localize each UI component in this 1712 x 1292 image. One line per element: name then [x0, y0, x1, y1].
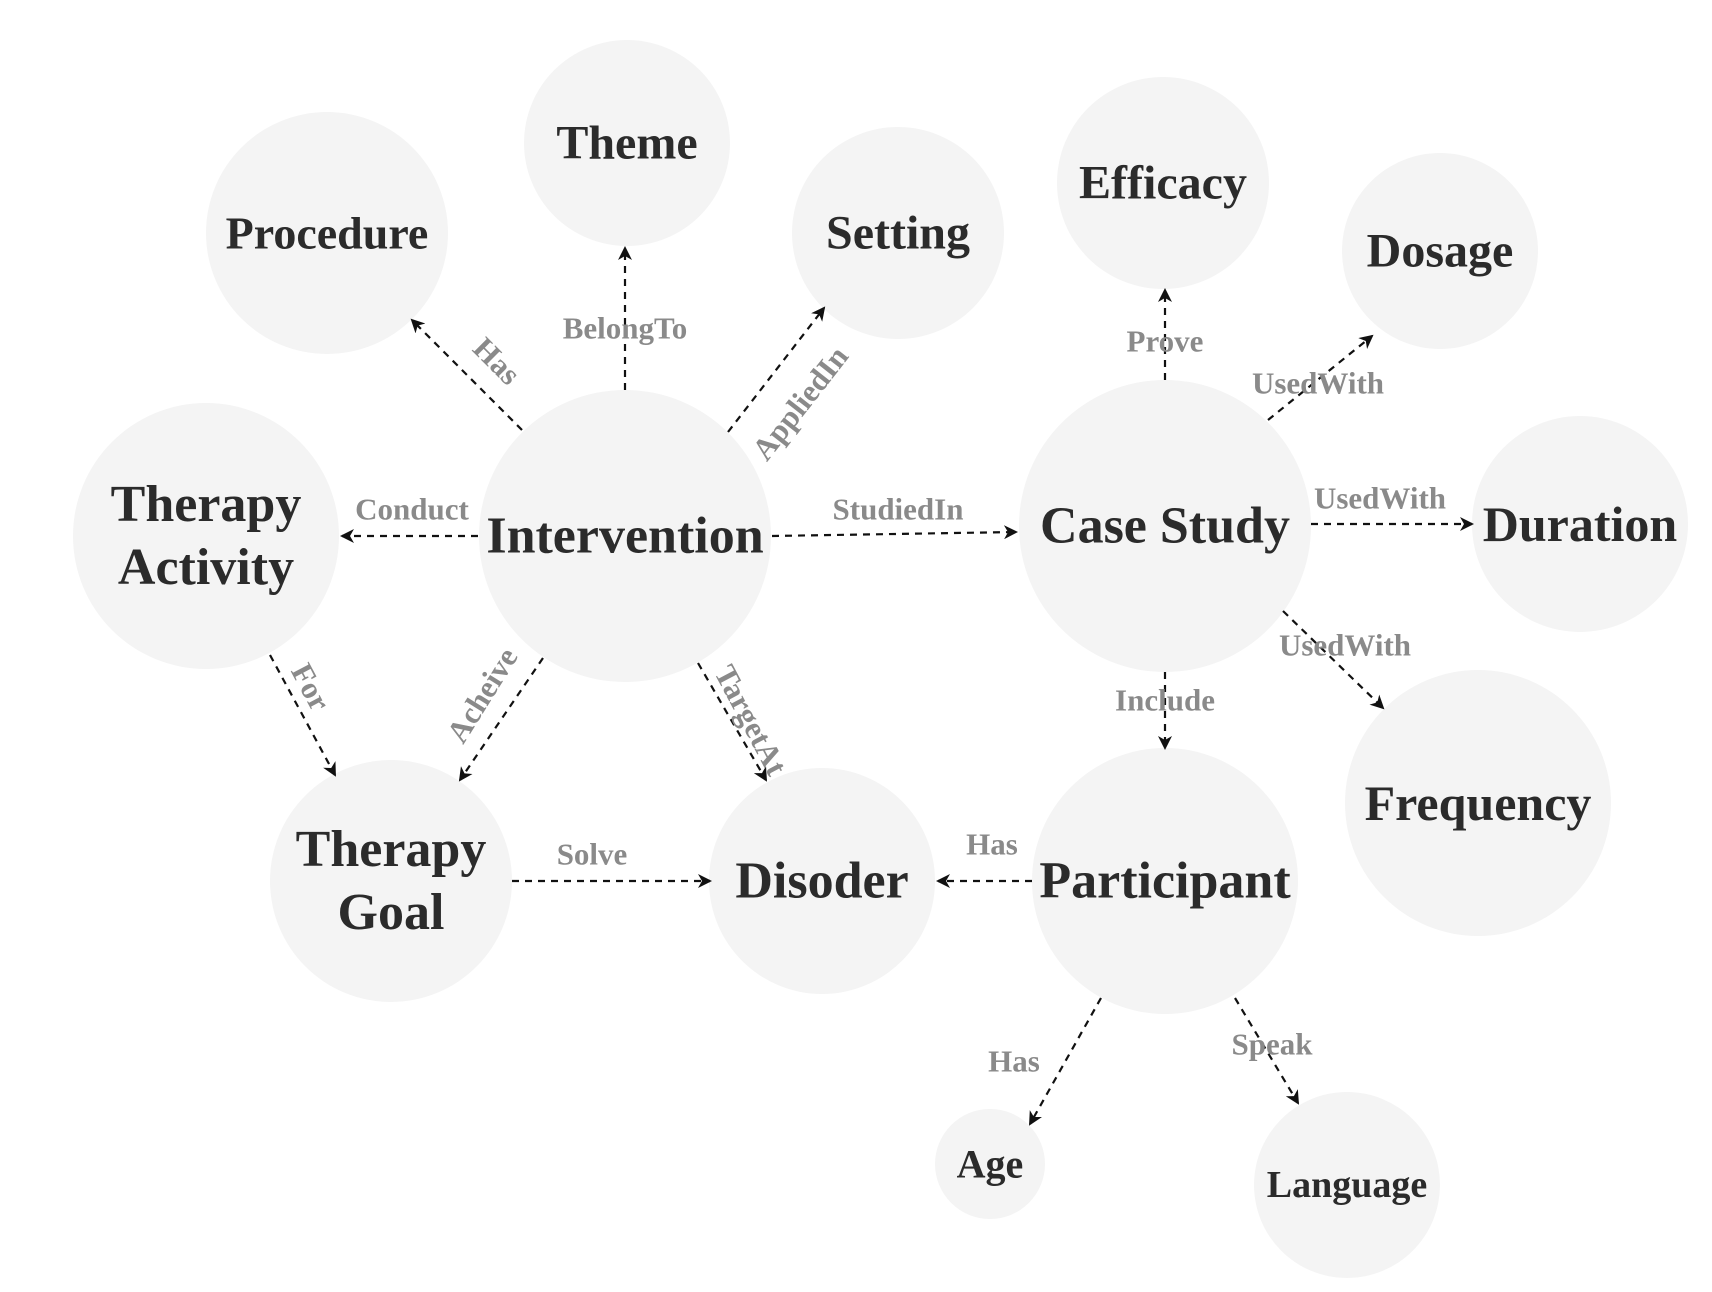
node-circle-intervention [479, 390, 771, 682]
node-efficacy: Efficacy [1057, 77, 1269, 289]
edge-label-participant-to-age: Has [988, 1044, 1040, 1079]
edge-intervention-to-case-study [771, 525, 1018, 540]
edge-label-therapy-goal-to-disoder: Solve [557, 837, 628, 872]
edge-label-therapy-activity-to-therapy-goal: For [284, 658, 338, 717]
node-language: Language [1254, 1092, 1440, 1278]
edge-intervention-to-therapy-goal [458, 657, 544, 782]
node-theme: Theme [524, 40, 730, 246]
node-participant: Participant [1032, 748, 1298, 1014]
node-label-intervention: Intervention [486, 508, 763, 565]
node-disoder: Disoder [709, 768, 935, 994]
edge-intervention-to-setting [727, 306, 826, 433]
node-circle-dosage [1342, 153, 1538, 349]
edge-label-intervention-to-therapy-activity: Conduct [355, 492, 469, 527]
node-label-case-study: Case Study [1040, 498, 1290, 555]
node-circle-therapy-goal [270, 760, 512, 1002]
node-label-frequency: Frequency [1365, 775, 1592, 831]
edges-layer [269, 246, 1474, 1126]
node-label-therapy-activity: Activity [118, 539, 294, 596]
node-circle-case-study [1019, 380, 1311, 672]
node-label-participant: Participant [1039, 853, 1291, 910]
edge-label-intervention-to-theme: BelongTo [563, 311, 688, 346]
edge-label-case-study-to-participant: Include [1115, 683, 1215, 718]
edge-label-case-study-to-duration: UsedWith [1314, 481, 1446, 516]
edge-label-participant-to-disoder: Has [966, 827, 1018, 862]
node-circle-procedure [206, 112, 448, 354]
node-procedure: Procedure [206, 112, 448, 354]
edge-label-intervention-to-therapy-goal: Acheive [439, 641, 524, 749]
node-label-setting: Setting [826, 207, 970, 260]
node-label-language: Language [1267, 1164, 1427, 1206]
node-duration: Duration [1472, 416, 1688, 632]
node-circle-participant [1032, 748, 1298, 1014]
edge-label-intervention-to-case-study: StudiedIn [833, 492, 964, 527]
node-label-efficacy: Efficacy [1079, 157, 1247, 210]
edge-therapy-activity-to-therapy-goal [269, 654, 336, 777]
node-circle-disoder [709, 768, 935, 994]
node-dosage: Dosage [1342, 153, 1538, 349]
node-label-therapy-goal: Goal [338, 884, 445, 941]
edge-participant-to-age [1029, 997, 1102, 1126]
node-circle-setting [792, 127, 1004, 339]
edge-label-case-study-to-dosage: UsedWith [1252, 366, 1384, 401]
edge-label-case-study-to-frequency: UsedWith [1279, 628, 1411, 663]
node-circle-duration [1472, 416, 1688, 632]
node-label-age: Age [957, 1142, 1024, 1187]
node-label-procedure: Procedure [226, 208, 429, 259]
node-circle-therapy-activity [73, 403, 339, 669]
node-circle-language [1254, 1092, 1440, 1278]
node-label-disoder: Disoder [735, 853, 908, 910]
edge-label-participant-to-language: Speak [1232, 1027, 1314, 1062]
node-circle-theme [524, 40, 730, 246]
node-setting: Setting [792, 127, 1004, 339]
node-circle-efficacy [1057, 77, 1269, 289]
node-case-study: Case Study [1019, 380, 1311, 672]
node-intervention: Intervention [479, 390, 771, 682]
node-age: Age [935, 1109, 1045, 1219]
edge-label-intervention-to-disoder: TargetAt [708, 659, 795, 781]
node-label-therapy-goal: Therapy [296, 821, 487, 878]
edge-label-intervention-to-setting: AppliedIn [745, 339, 855, 466]
node-label-dosage: Dosage [1367, 225, 1514, 278]
edge-case-study-to-frequency [1282, 610, 1385, 710]
node-frequency: Frequency [1345, 670, 1611, 936]
node-circle-age [935, 1109, 1045, 1219]
node-label-therapy-activity: Therapy [111, 476, 302, 533]
node-label-duration: Duration [1483, 496, 1678, 552]
edge-case-study-to-dosage [1267, 334, 1374, 421]
node-circle-frequency [1345, 670, 1611, 936]
edge-intervention-to-disoder [697, 662, 768, 782]
edge-label-case-study-to-efficacy: Prove [1127, 324, 1204, 359]
node-label-theme: Theme [556, 117, 697, 170]
